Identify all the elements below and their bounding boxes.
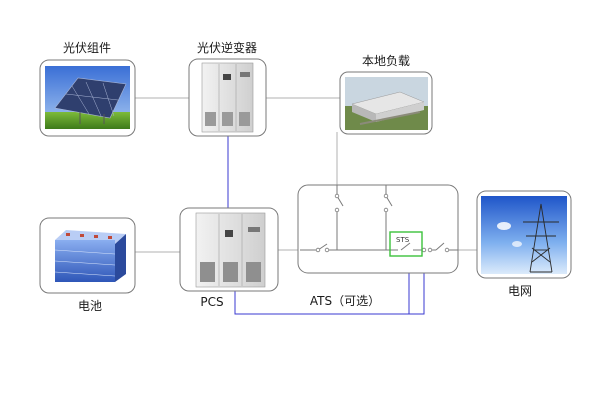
ats-label: ATS（可选）: [310, 294, 380, 308]
local-load-node: 本地负载: [339, 54, 433, 135]
local-load-label: 本地负载: [362, 54, 410, 68]
pv-modules-label: 光伏组件: [63, 41, 111, 55]
pcs-node: PCS: [179, 207, 279, 309]
pcs-label: PCS: [200, 295, 223, 309]
grid-photo: [481, 196, 567, 274]
grid-node: 电网: [476, 190, 572, 298]
battery-pack: [54, 230, 126, 282]
sts-box: [389, 231, 423, 257]
pv-modules-node: 光伏组件: [39, 41, 136, 137]
sts-label: STS: [396, 236, 410, 244]
grid-label: 电网: [508, 284, 532, 298]
battery-label: 电池: [78, 299, 102, 313]
ac-connection-lines: [135, 97, 477, 253]
pv-inverter-node: 光伏逆变器: [188, 40, 267, 137]
battery-node: 电池: [39, 217, 136, 313]
power-tower-icon: [523, 203, 559, 273]
switch-panel: STS: [297, 184, 459, 274]
pv-inverter-label: 光伏逆变器: [197, 40, 257, 55]
